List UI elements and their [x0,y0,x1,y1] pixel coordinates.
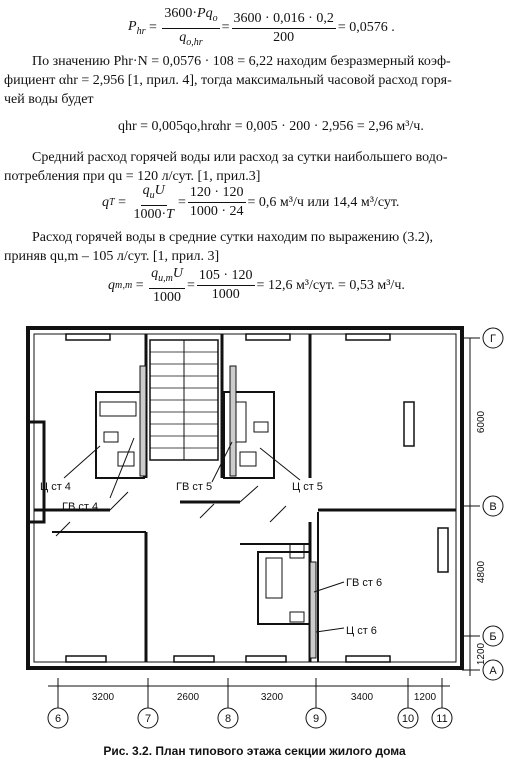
axis-letter: Б [489,631,496,643]
axis-bubble [482,659,504,681]
text-line: фициент αhr = 2,956 [1, прил. 4], тогда … [4,73,452,88]
outer-wall-inner [33,333,457,663]
axis-number: 10 [402,713,414,725]
text-line: потребления при qu = 120 л/сут. [1, прил… [4,169,261,184]
figure-caption: Рис. 3.2. План типового этажа секции жил… [103,744,406,758]
axis-bubble [482,625,504,647]
dimension-label: 6000 [476,410,487,433]
formula-result: = 12,6 м³/сут. = 0,53 м³/ч. [256,277,405,293]
axis-number: 11 [436,713,447,725]
axis-number: 8 [225,713,231,725]
fraction: 3600 · 0,016 · 0,2 200 [231,10,336,45]
door-swing [109,491,129,511]
leader-line [211,441,233,483]
text-line: Средний расход горячей воды или расход з… [32,150,448,165]
door-swing [239,485,259,503]
door-swing [55,521,71,537]
formula-qhr: qhr = 0,005qo,hrαhr = 0,005 · 200 · 2,95… [118,119,424,135]
leader-line [315,627,345,633]
axis-number: 7 [145,713,151,725]
dimension-label: 1200 [414,692,437,703]
paragraph: По значению Phr·N = 0,0576 · 108 = 6,22 … [4,52,509,71]
formula-text: qhr = 0,005qo,hrαhr = 0,005 · 200 · 2,95… [118,119,424,134]
leader-line [63,445,101,479]
axis-letter: Г [490,333,496,345]
dimension-label: 3400 [351,692,374,703]
fraction: 105 · 120 1000 [196,268,255,303]
formula-result: = 0,0576 . [337,20,395,36]
leader-line [259,447,301,481]
toilet [239,451,257,467]
label-gv6: ГВ ст 6 [346,577,382,589]
bathtub [265,557,283,599]
bathtub [99,401,137,417]
axis-number: 6 [55,713,61,725]
radiator [437,527,449,573]
fraction: 3600·Pqo qo,hr [162,6,220,48]
axis-bubble [482,495,504,517]
bathroom-left [95,391,145,479]
dimension-label: 3200 [261,692,284,703]
riser [229,365,237,477]
paragraph: Средний расход горячей воды или расход з… [4,148,509,167]
fraction: 120 · 120 1000 · 24 [187,185,246,220]
axis-bubble [431,707,453,729]
paragraph: приняв qu,m – 105 л/сут. [1, прил. 3] [4,247,509,266]
wall-segment [28,420,46,524]
sink [253,421,269,433]
dimension-label: 1200 [476,642,487,665]
text-line: По значению Phr·N = 0,0576 · 108 = 6,22 … [32,54,451,69]
sink [103,431,119,443]
leader-line [109,437,135,499]
axis-bubble [217,707,239,729]
door-swing [269,505,287,523]
axis-number: 9 [313,713,319,725]
axis-letter: А [489,665,497,677]
label-gv4: ГВ ст 4 [62,501,98,513]
radiator [403,401,415,447]
stair-treads [150,351,218,449]
formula-phr: Phr = 3600·Pqo qo,hr = 3600 · 0,016 · 0,… [128,6,395,51]
bathroom-center [223,391,275,479]
door-swing [199,503,215,519]
windows-top [65,333,391,341]
formula-result: = 0,6 м³/ч или 14,4 м³/сут. [247,194,400,210]
floor-plan: Ц ст 4 ГВ ст 4 ГВ ст 5 Ц ст 5 ГВ ст 6 Ц … [26,326,504,729]
paragraph: Расход горячей воды в средние сутки нахо… [4,228,509,247]
axis-bubble [47,707,69,729]
leader-line [313,581,345,593]
label-ts4: Ц ст 4 [40,481,71,493]
axis-bubble [305,707,327,729]
dimension-label: 2600 [177,692,200,703]
dimension-label: 4800 [476,560,487,583]
fraction: qu,mU 1000 [149,266,185,305]
label-gv5: ГВ ст 5 [176,481,212,493]
label-ts6: Ц ст 6 [346,625,377,637]
axis-letter: В [489,501,496,513]
axis-bubble [137,707,159,729]
outer-wall [26,326,464,670]
text-line: Расход горячей воды в средние сутки нахо… [32,230,433,245]
riser [309,561,317,659]
fraction: quU 1000·T [133,183,174,222]
paragraph: фициент αhr = 2,956 [1, прил. 4], тогда … [4,71,509,109]
riser [139,365,147,477]
axis-bubble [482,327,504,349]
dimension-label: 3200 [92,692,115,703]
axis-bubble [397,707,419,729]
toilet [117,451,135,467]
sink [289,611,305,623]
text-line: чей воды будет [4,92,94,107]
label-ts5: Ц ст 5 [292,481,323,493]
windows-bottom [65,655,391,663]
text-line: приняв qu,m – 105 л/сут. [1, прил. 3] [4,249,220,264]
toilet [289,543,305,559]
paragraph: потребления при qu = 120 л/сут. [1, прил… [4,167,509,186]
